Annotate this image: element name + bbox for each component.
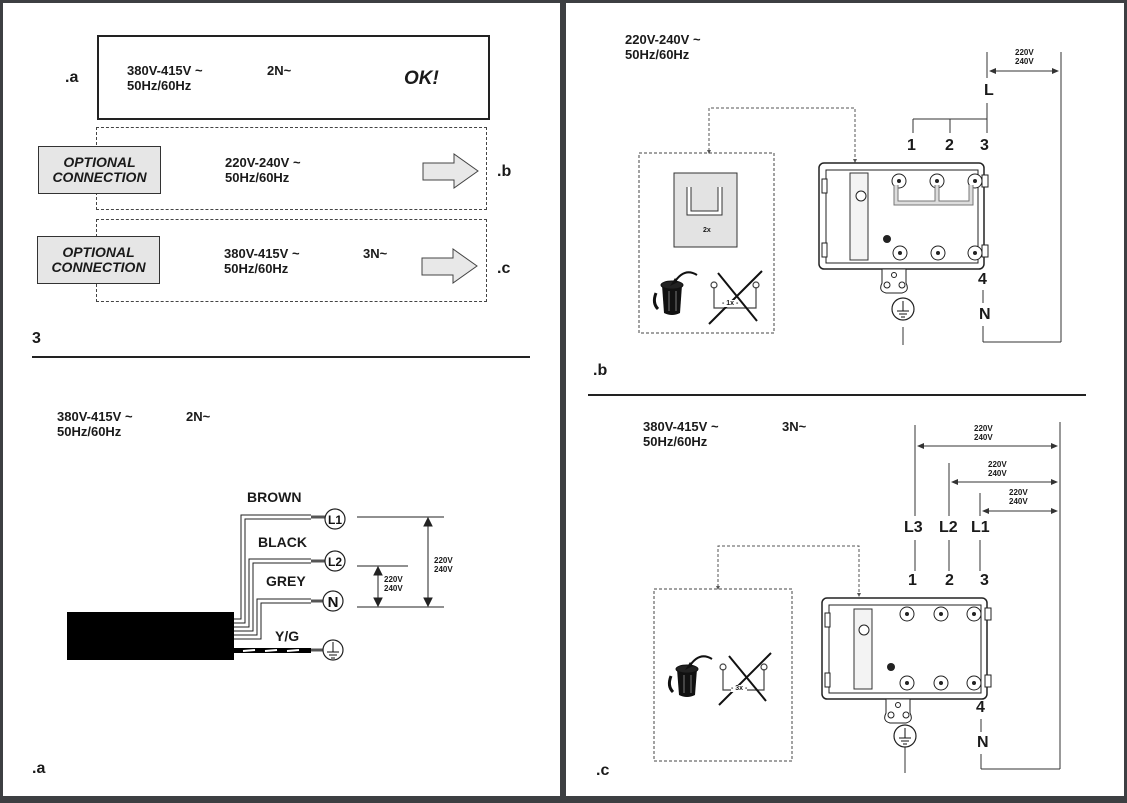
diagram-a-caption: .a [32, 760, 46, 777]
terminal-block-c [821, 597, 992, 724]
diagram-b-frequency: 50Hz/60Hz [625, 47, 690, 62]
terminal-3-c: 3 [980, 572, 989, 589]
wire-label-black: BLACK [258, 534, 307, 550]
badge-b-line2: CONNECTION [52, 169, 147, 185]
terminal-4-c: 4 [976, 699, 985, 716]
neutral-label-b: N [979, 306, 991, 323]
terminal-1-b: 1 [907, 137, 916, 154]
cross-icon [708, 270, 763, 325]
terminal-2-b: 2 [945, 137, 954, 154]
row-c-box: 380V-415V ~ 50Hz/60Hz 3N~ [96, 219, 487, 302]
trash-bin-icon [667, 655, 713, 697]
row-a-frequency: 50Hz/60Hz [127, 78, 192, 93]
cross-icon [718, 652, 772, 706]
wire-label-grey: GREY [266, 573, 306, 589]
wire-label-brown: BROWN [247, 489, 302, 505]
earth-icon [897, 301, 909, 318]
diagram-c-caption: .c [596, 762, 610, 779]
row-c-phase: 3N~ [363, 246, 388, 261]
diagram-a-voltage: 380V-415V ~ [57, 409, 133, 424]
diagram-b-voltage: 220V-240V ~ [625, 32, 701, 47]
measure-l1-n: 220V 240V [1009, 488, 1028, 506]
badge-b-line1: OPTIONAL [63, 154, 136, 170]
arrow-right-icon [422, 153, 479, 189]
terminal-l1: L1 [328, 513, 342, 527]
row-b-box: 220V-240V ~ 50Hz/60Hz [96, 127, 487, 210]
discard-count-b: - 1x - [722, 300, 739, 307]
row-a-ok-status: OK! [404, 68, 439, 89]
neutral-label-c: N [977, 734, 989, 751]
measure-l2-n: 220V 240V [988, 460, 1007, 478]
bridge-instructions-box [638, 152, 775, 334]
badge-c-line2: CONNECTION [51, 259, 146, 275]
row-a-phase: 2N~ [267, 63, 292, 78]
diagram-c-voltage: 380V-415V ~ [643, 419, 719, 434]
measure-l2-n: 220V 240V [384, 575, 403, 593]
row-b-label: .b [497, 163, 512, 180]
measure-l3-n: 220V 240V [974, 424, 993, 442]
line-label-l1: L1 [971, 519, 990, 536]
terminal-1-c: 1 [908, 572, 917, 589]
terminal-3-b: 3 [980, 137, 989, 154]
badge-c-line1: OPTIONAL [62, 244, 135, 260]
trash-bin-icon [652, 271, 698, 315]
measure-l1-n: 220V 240V [434, 556, 453, 574]
row-a-label: .a [65, 69, 79, 86]
row-c-label: .c [497, 260, 511, 277]
row-c-frequency: 50Hz/60Hz [224, 261, 289, 276]
manual-page-right: 220V-240V ~ 50Hz/60Hz 220V 240V L 1 2 3 … [566, 3, 1124, 796]
line-label-l3: L3 [904, 519, 923, 536]
diagram-a-frequency: 50Hz/60Hz [57, 424, 122, 439]
diagram-c-drawing [653, 422, 1061, 773]
bridge-count: 2x [703, 227, 711, 234]
terminal-n: N [328, 594, 339, 611]
row-c-voltage: 380V-415V ~ [224, 246, 300, 261]
terminal-2-c: 2 [945, 572, 954, 589]
section-number: 3 [32, 330, 41, 347]
diagram-b-drawing [638, 52, 1062, 345]
diagram-c-frequency: 50Hz/60Hz [643, 434, 708, 449]
section-divider [32, 356, 530, 358]
diagram-c-phase: 3N~ [782, 419, 807, 434]
line-label-l: L [984, 82, 994, 99]
terminal-block-b [818, 162, 989, 294]
section-divider [588, 394, 1086, 396]
diagram-b-measure: 220V 240V [1015, 48, 1034, 66]
diagram-b-caption: .b [593, 362, 608, 379]
row-a-voltage: 380V-415V ~ [127, 63, 203, 78]
wire-label-yg: Y/G [275, 628, 300, 644]
arrow-right-icon [421, 248, 478, 284]
optional-connection-badge-c: OPTIONAL CONNECTION [37, 236, 160, 284]
row-b-voltage: 220V-240V ~ [225, 155, 301, 170]
discard-bridge-icon [710, 281, 760, 309]
line-label-l2: L2 [939, 519, 958, 536]
manual-page-left: .a 380V-415V ~ 50Hz/60Hz 2N~ OK! 220V-24… [3, 3, 560, 796]
cable-sheath [67, 612, 234, 660]
cable-wiring-diagram: L1 L2 N [67, 508, 444, 661]
terminal-4-b: 4 [978, 271, 987, 288]
row-b-frequency: 50Hz/60Hz [225, 170, 290, 185]
terminal-l2: L2 [328, 555, 342, 569]
earth-icon [899, 728, 911, 745]
discard-count-c: - 3x - [731, 685, 748, 692]
row-a-box: 380V-415V ~ 50Hz/60Hz 2N~ OK! [97, 35, 490, 120]
diagram-a-phase: 2N~ [186, 409, 211, 424]
optional-connection-badge-b: OPTIONAL CONNECTION [38, 146, 161, 194]
earth-icon [327, 642, 339, 659]
